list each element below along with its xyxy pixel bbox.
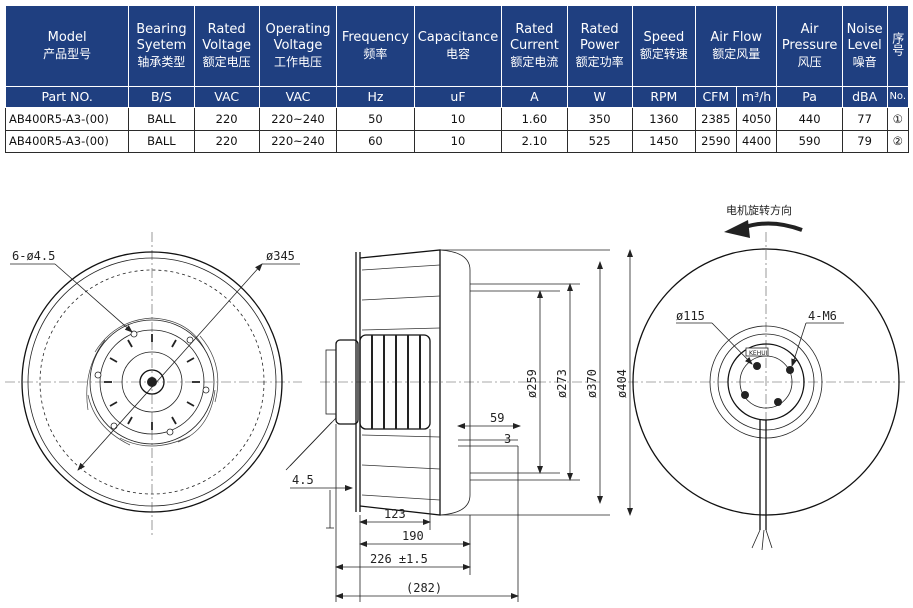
- dim-outer-dia: ø345: [266, 249, 295, 263]
- rear-view: KEHUI ø115 4-M6 电机旋转方向: [628, 203, 905, 551]
- cell-capacitance: 10: [413, 129, 503, 153]
- cell-bearing: BALL: [128, 107, 195, 131]
- rotation-arrowhead-icon: [724, 220, 750, 238]
- unit-a: A: [501, 86, 568, 108]
- cell-rated-power: 525: [566, 129, 633, 153]
- table-row: AB400R5-A3-(00) BALL 220 220~240 50 10 1…: [4, 107, 910, 131]
- cell-model: AB400R5-A3-(00): [4, 129, 130, 153]
- brand-label-text: KEHUI: [749, 350, 768, 357]
- unit-vac: VAC: [193, 86, 260, 108]
- cell-rated-current: 1.60: [501, 107, 568, 131]
- unit-cfm: CFM: [694, 86, 737, 108]
- cell-rated-voltage: 220: [193, 107, 260, 131]
- dim-404: ø404: [615, 369, 629, 398]
- rotation-arrow-icon: [741, 221, 803, 232]
- cell-noise: 77: [841, 107, 888, 131]
- cell-operating-voltage: 220~240: [258, 129, 338, 153]
- unit-dba: dBA: [841, 86, 888, 108]
- cell-speed: 1450: [631, 129, 696, 153]
- cell-cfm: 2385: [694, 107, 737, 131]
- cell-frequency: 50: [336, 107, 415, 131]
- cell-model: AB400R5-A3-(00): [4, 107, 130, 131]
- dim-3: 3: [504, 432, 511, 446]
- cell-rated-power: 350: [566, 107, 633, 131]
- unit-rpm: RPM: [631, 86, 696, 108]
- side-view: ø259 ø273 ø370 ø404 59 3 4.5 123 190 226…: [285, 249, 633, 602]
- dim-123: 123: [384, 507, 406, 521]
- cell-no: ①: [886, 107, 910, 131]
- dim-holes: 6-ø4.5: [12, 249, 55, 263]
- cell-cfm: 2590: [694, 129, 737, 153]
- cell-speed: 1360: [631, 107, 696, 131]
- unit-uf: uF: [413, 86, 503, 108]
- dim-259: ø259: [525, 369, 539, 398]
- rotation-label: 电机旋转方向: [726, 203, 792, 217]
- dim-282: (282): [406, 581, 442, 595]
- technical-drawing: 6-ø4.5 ø345: [5, 203, 905, 602]
- dim-226: 226 ±1.5: [370, 552, 428, 566]
- blade-lines: [361, 264, 441, 501]
- table-row: AB400R5-A3-(00) BALL 220 220~240 60 10 2…: [4, 129, 910, 153]
- unit-m3h: m³/h: [735, 86, 778, 108]
- unit-pa: Pa: [776, 86, 843, 108]
- cell-pressure: 440: [776, 107, 843, 131]
- dim-273: ø273: [555, 369, 569, 398]
- cell-rated-voltage: 220: [193, 129, 260, 153]
- dim-m6: 4-M6: [808, 309, 837, 323]
- cell-rated-current: 2.10: [501, 129, 568, 153]
- header-serial-no: 序号: [886, 5, 910, 87]
- cell-m3h: 4400: [735, 129, 778, 153]
- cell-no: ②: [886, 129, 910, 153]
- cell-frequency: 60: [336, 129, 415, 153]
- front-view: 6-ø4.5 ø345: [5, 232, 302, 538]
- unit-part-no: Part NO.: [4, 86, 130, 108]
- cell-pressure: 590: [776, 129, 843, 153]
- cell-operating-voltage: 220~240: [258, 107, 338, 131]
- unit-row: Part NO. B/S VAC VAC Hz uF A W RPM CFM m…: [4, 86, 910, 108]
- unit-no: No.: [886, 86, 910, 108]
- unit-hz: Hz: [336, 86, 415, 108]
- cell-bearing: BALL: [128, 129, 195, 153]
- dim-4-5: 4.5: [292, 473, 314, 487]
- dim-59: 59: [490, 411, 504, 425]
- dim-115: ø115: [676, 309, 705, 323]
- brand-label: [745, 347, 769, 357]
- unit-bs: B/S: [128, 86, 195, 108]
- dim-190: 190: [402, 529, 424, 543]
- cell-capacitance: 10: [413, 107, 503, 131]
- cell-noise: 79: [841, 129, 888, 153]
- unit-w: W: [566, 86, 633, 108]
- dim-370: ø370: [585, 369, 599, 398]
- unit-vac-op: VAC: [258, 86, 338, 108]
- cell-m3h: 4050: [735, 107, 778, 131]
